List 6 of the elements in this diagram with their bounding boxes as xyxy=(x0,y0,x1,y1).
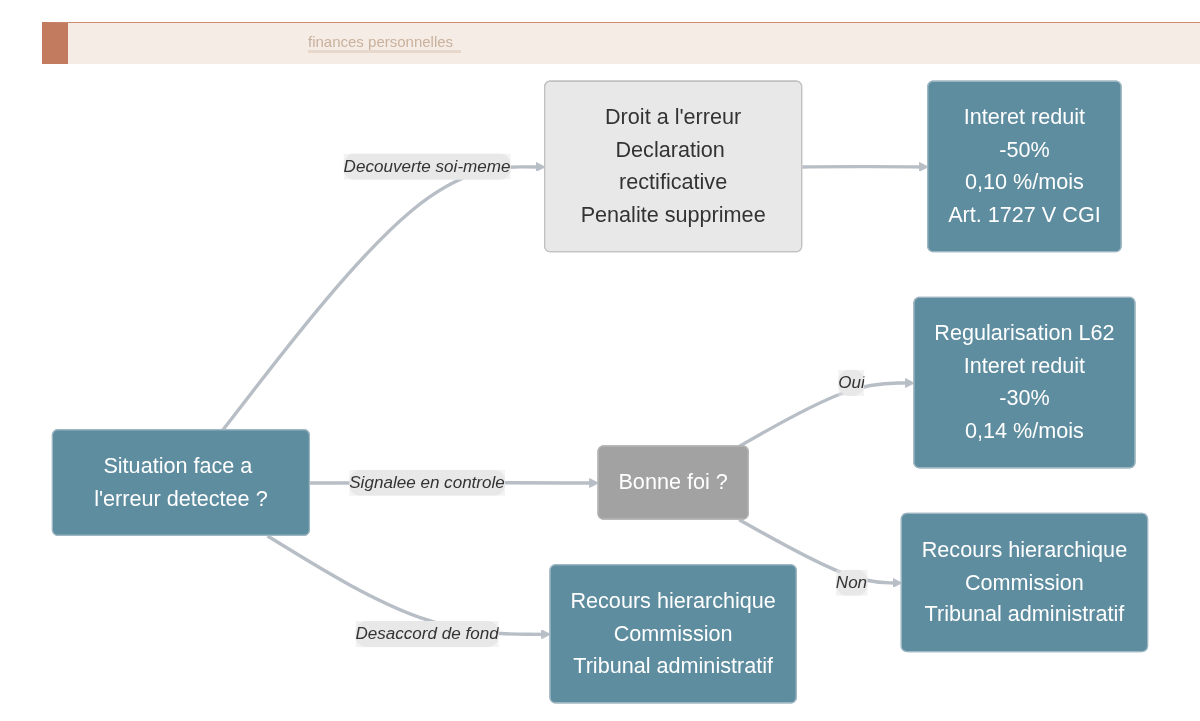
edge-label: Non xyxy=(835,571,868,592)
edge-label: Desaccord de fond xyxy=(355,623,499,643)
edge-label: Oui xyxy=(838,372,865,392)
edge-label: Signalee en controle xyxy=(349,471,505,492)
subtitle: finances personnelles xyxy=(308,33,462,53)
edge-label: Decouverte soi-meme xyxy=(343,155,511,176)
